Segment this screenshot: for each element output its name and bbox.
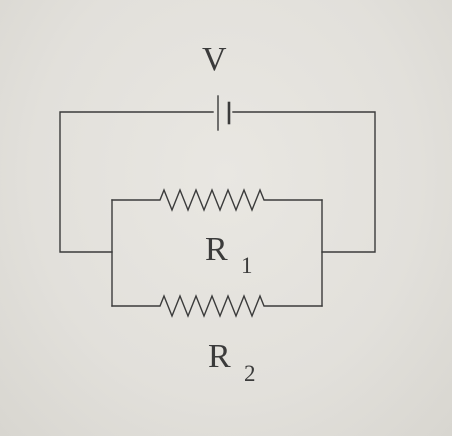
resistor-1-branch [111,188,323,212]
battery-symbol [217,95,231,131]
resistor-1-label-main: R [205,231,228,268]
resistor-2-label-sub: 2 [244,361,256,386]
battery-label: V [202,41,227,78]
outer-right-wire [232,111,376,253]
outer-left-wire [59,111,214,253]
resistor-2-branch [111,294,323,318]
resistor-2-label-main: R [208,338,231,375]
resistor-1-label-sub: 1 [241,253,253,278]
resistor-2-label: R 2 [208,338,256,386]
resistor-1-label: R 1 [205,231,253,278]
